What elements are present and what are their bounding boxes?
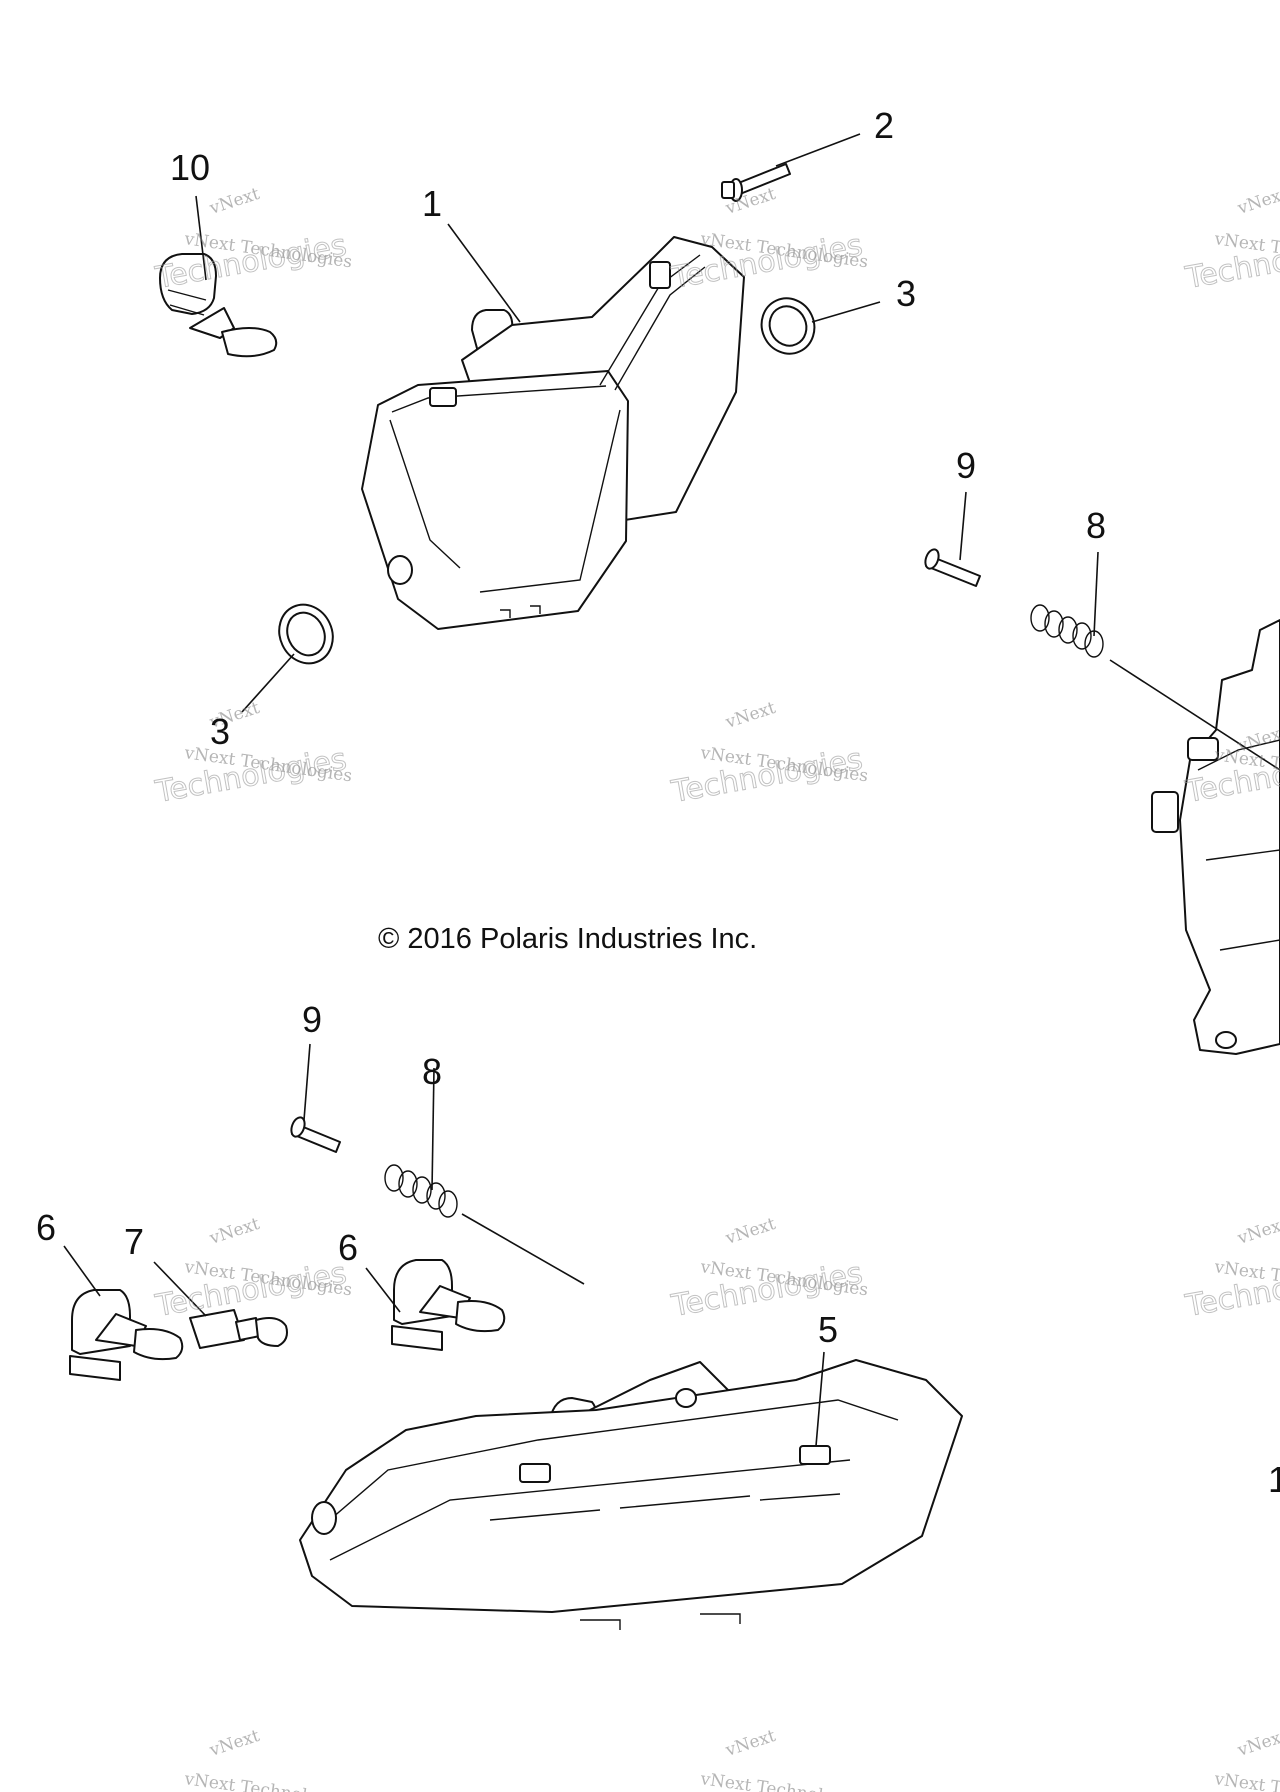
callout-9-upper: 9	[956, 445, 976, 486]
svg-text:vNext: vNext	[206, 184, 262, 219]
o-ring-part-3-lower	[278, 603, 334, 665]
watermark-9: vNext vNext Technologies Technologies	[1182, 1214, 1280, 1325]
svg-text:vNext: vNext	[722, 1726, 778, 1761]
callout-10: 10	[170, 147, 210, 188]
bulb-part-6-right	[391, 1259, 506, 1351]
watermark-11: vNext vNext Technologies	[698, 1726, 869, 1792]
copyright-notice: © 2016 Polaris Industries Inc.	[378, 923, 757, 955]
watermark-3: vNext vNext Technologies Technologies	[1182, 184, 1280, 297]
watermark-7: vNext vNext Technologies Technologies	[152, 1214, 353, 1325]
screw-part-2	[721, 163, 791, 202]
bulb-part-7	[189, 1309, 288, 1349]
bulb-part-10	[159, 253, 278, 358]
callout-8-upper: 8	[1086, 505, 1106, 546]
spring-part-8-upper	[1030, 604, 1104, 658]
watermark-12: vNext vNext Technologies	[1212, 1726, 1280, 1792]
svg-text:vNext: vNext	[1234, 184, 1280, 219]
watermark-4: vNext vNext Technologies Technologies	[152, 698, 353, 811]
watermark-8: vNext vNext Technologies Technologies	[668, 1214, 869, 1325]
leader-lines	[63, 133, 1280, 1447]
pin-part-9-upper	[924, 548, 981, 587]
svg-text:vNext Technologies: vNext Technologies	[1212, 1769, 1280, 1792]
headlight-housing-upper	[361, 236, 745, 630]
callout-5: 5	[818, 1309, 838, 1350]
callout-7: 7	[124, 1221, 144, 1262]
svg-text:vNext: vNext	[722, 1214, 778, 1249]
spring-part-8-lower	[384, 1164, 458, 1218]
watermark-10: vNext vNext Technologies	[182, 1726, 353, 1792]
svg-text:vNext: vNext	[1234, 1214, 1280, 1249]
pin-part-9-lower	[290, 1116, 341, 1153]
callout-8-lower: 8	[422, 1051, 442, 1092]
callout-edge-partial: 1	[1268, 1459, 1280, 1500]
svg-text:vNext: vNext	[722, 698, 778, 733]
watermark-1: vNext vNext Technologies Technologies	[152, 184, 353, 297]
o-ring-part-3-upper	[760, 297, 816, 355]
watermark-5: vNext vNext Technologies Technologies	[668, 698, 869, 811]
bulb-part-6-left	[69, 1289, 184, 1381]
headlight-housing-right-partial	[1151, 619, 1280, 1055]
svg-text:vNext: vNext	[206, 1214, 262, 1249]
svg-text:vNext: vNext	[1234, 1726, 1280, 1761]
svg-text:vNext Technologies: vNext Technologies	[182, 1769, 353, 1792]
headlight-housing-lower	[299, 1359, 963, 1630]
callout-9-lower: 9	[302, 999, 322, 1040]
callout-2: 2	[874, 105, 894, 146]
svg-text:vNext Technologies: vNext Technologies	[698, 1769, 869, 1792]
callout-6-right: 6	[338, 1227, 358, 1268]
callout-6-left: 6	[36, 1207, 56, 1248]
callout-1: 1	[422, 183, 442, 224]
watermark-2: vNext vNext Technologies Technologies	[668, 184, 869, 297]
callout-3-lower: 3	[210, 711, 230, 752]
svg-text:vNext: vNext	[206, 1726, 262, 1761]
callout-3-upper: 3	[896, 273, 916, 314]
